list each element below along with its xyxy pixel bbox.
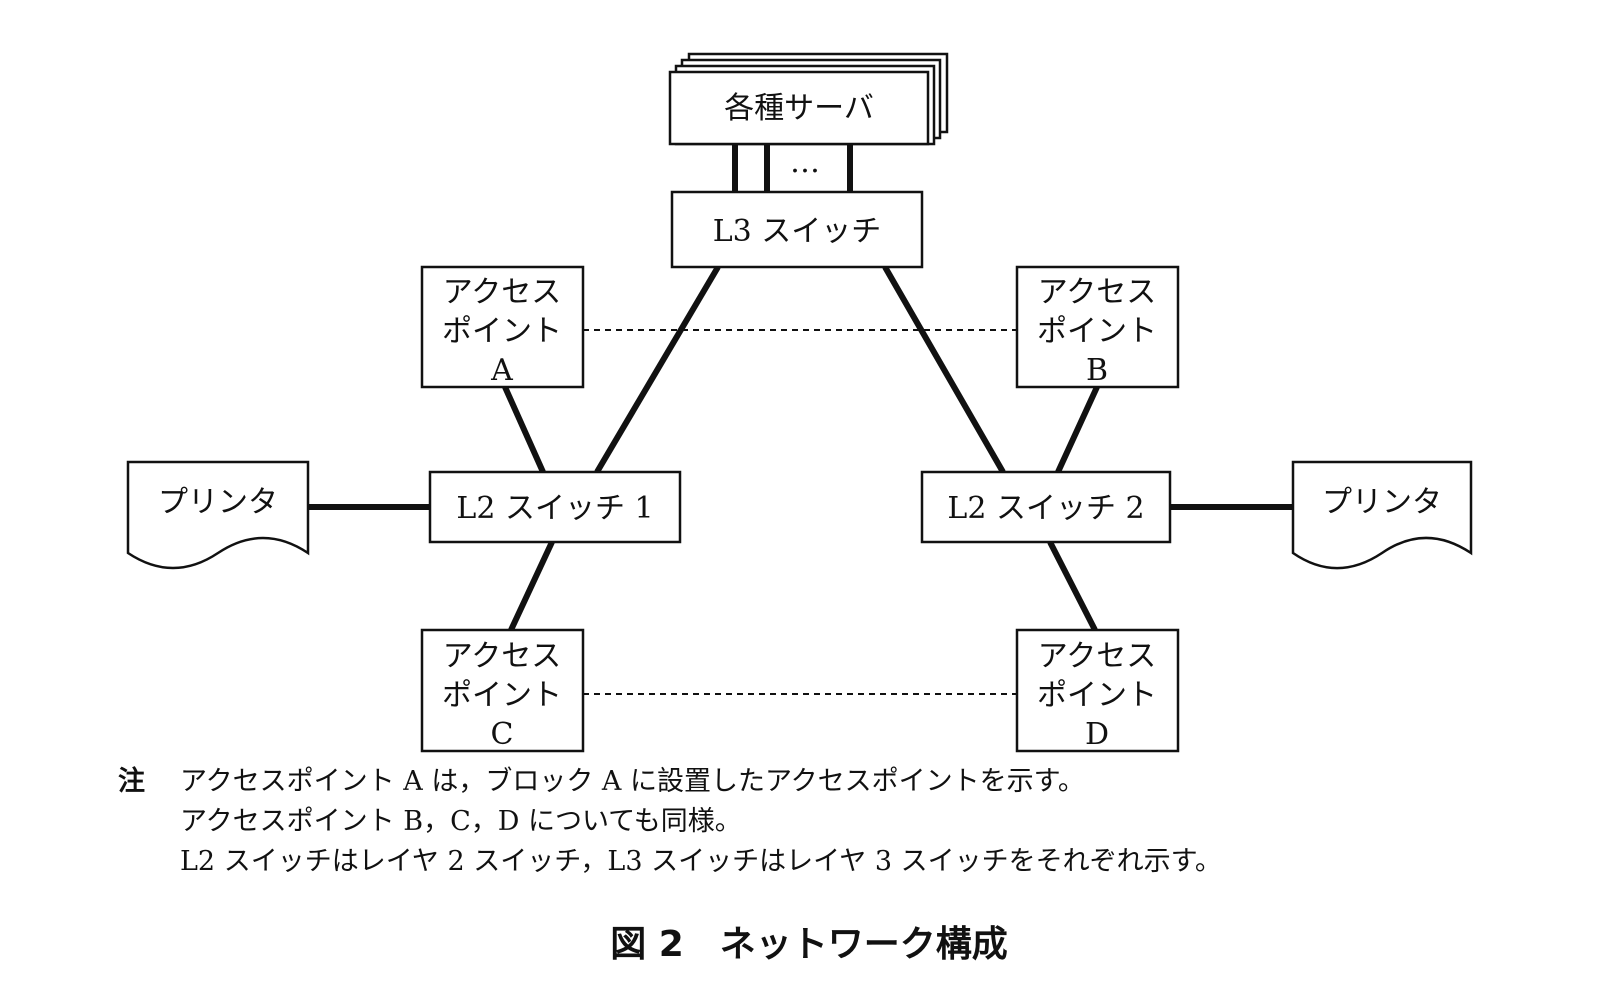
servers-label: 各種サーバ xyxy=(724,91,874,126)
server-card-front xyxy=(668,70,930,146)
printer-right-document-icon xyxy=(1291,460,1473,570)
printer-left-document-icon xyxy=(126,460,310,570)
printer-right: プリンタ xyxy=(1291,460,1473,570)
access-point-d: アクセス ポイント D xyxy=(1015,628,1180,753)
link-l2-switch-1-ap-c xyxy=(508,540,555,632)
link-l2-switch-2-ap-d xyxy=(1047,540,1098,632)
note-line-1: アクセスポイント A は，ブロック A に設置したアクセスポイントを示す。 xyxy=(180,766,1085,797)
access-point-d-id: D xyxy=(1085,717,1109,752)
l2-switch-1-label: L2 スイッチ 1 xyxy=(456,491,653,526)
access-point-b-line2: ポイント xyxy=(1037,314,1157,349)
link-ap-b-l2-switch-2 xyxy=(1055,385,1100,474)
access-point-a-line2: ポイント xyxy=(442,314,562,349)
printer-left-label: プリンタ xyxy=(158,485,278,520)
servers-stack: 各種サーバ xyxy=(668,52,949,146)
access-point-d-line1: アクセス xyxy=(1038,639,1157,674)
notes: 注 アクセスポイント A は，ブロック A に設置したアクセスポイントを示す。 … xyxy=(118,762,1222,882)
link-l3-l2-switch-2 xyxy=(882,265,1006,474)
printer-right-label: プリンタ xyxy=(1322,485,1442,520)
l3-switch: L3 スイッチ xyxy=(670,190,924,269)
access-point-c: アクセス ポイント C xyxy=(420,628,585,753)
l2-switch-2: L2 スイッチ 2 xyxy=(920,470,1172,544)
access-point-a-line1: アクセス xyxy=(443,275,562,310)
link-ap-a-l2-switch-1 xyxy=(502,385,546,474)
l2-switch-1: L2 スイッチ 1 xyxy=(428,470,682,544)
access-point-b-id: B xyxy=(1086,353,1108,388)
access-point-d-line2: ポイント xyxy=(1037,678,1157,713)
servers-ellipsis: … xyxy=(790,145,820,180)
notes-mark: 注 xyxy=(118,766,145,797)
access-point-c-id: C xyxy=(491,717,514,752)
l3-switch-label: L3 スイッチ xyxy=(713,214,882,249)
access-point-a-id: A xyxy=(490,353,513,388)
l2-switch-2-label: L2 スイッチ 2 xyxy=(947,491,1144,526)
access-point-a: アクセス ポイント A xyxy=(420,265,585,389)
printer-left: プリンタ xyxy=(126,460,310,570)
access-point-b-line1: アクセス xyxy=(1038,275,1157,310)
access-point-b: アクセス ポイント B xyxy=(1015,265,1180,389)
access-point-c-line1: アクセス xyxy=(443,639,562,674)
note-line-2: アクセスポイント B，C，D についても同様。 xyxy=(180,806,742,837)
access-point-c-line2: ポイント xyxy=(442,678,562,713)
link-l3-l2-switch-1 xyxy=(594,265,721,474)
note-line-3: L2 スイッチはレイヤ 2 スイッチ，L3 スイッチはレイヤ 3 スイッチをそれ… xyxy=(180,846,1222,877)
figure-caption: 図 2 ネットワーク構成 xyxy=(610,924,1008,965)
